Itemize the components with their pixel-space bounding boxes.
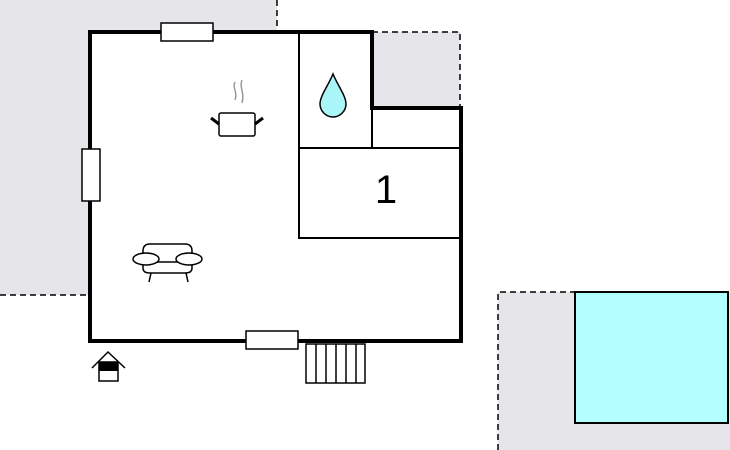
pool (574, 291, 729, 424)
water-drop-icon (319, 72, 347, 118)
outer-walls (88, 30, 463, 343)
terrace-small (372, 31, 461, 108)
kitchen-pot-icon (210, 79, 264, 137)
terrace-left (0, 0, 278, 296)
sofa-icon (132, 243, 203, 283)
door-bottom (245, 330, 299, 350)
room-number: 1 (375, 168, 397, 212)
stairs-icon (305, 343, 366, 384)
window-top (160, 22, 214, 42)
building-floor (90, 32, 372, 341)
entrance-icon (91, 350, 126, 382)
window-left (81, 148, 101, 202)
